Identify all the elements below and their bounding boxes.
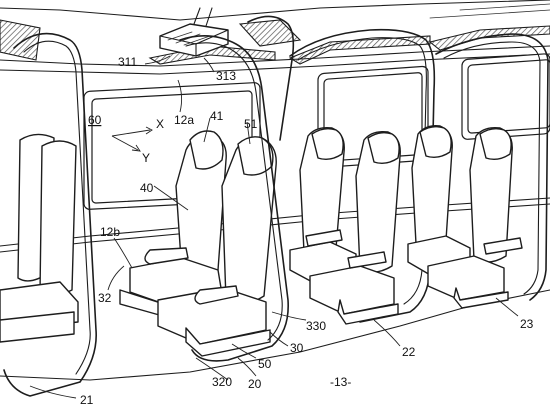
reference-labels: 311 313 12a 41 51 60 X Y 40 12b 32 330 3…	[80, 55, 534, 407]
label-41: 41	[210, 109, 224, 123]
label-21: 21	[80, 393, 94, 407]
label-12b: 12b	[100, 225, 120, 239]
label-22: 22	[402, 345, 416, 359]
label-40: 40	[140, 181, 154, 195]
label-12a: 12a	[174, 113, 194, 127]
label-20: 20	[248, 377, 262, 391]
axis-indicator	[111, 126, 153, 152]
label-y-axis: Y	[142, 151, 150, 165]
leader-lines	[29, 55, 519, 399]
seat-frames	[3, 15, 549, 397]
label-313: 313	[216, 69, 236, 83]
seat-row-22	[289, 126, 401, 325]
label-330: 330	[306, 319, 326, 333]
cabin-ceiling	[0, 0, 550, 75]
label-320: 320	[212, 375, 232, 389]
seat-row-23	[407, 124, 523, 309]
label-30: 30	[290, 341, 304, 355]
label-311: 311	[118, 55, 137, 69]
seat-row-left	[0, 133, 79, 343]
label-60: 60	[88, 113, 102, 127]
label-x-axis: X	[156, 117, 164, 131]
label-51: 51	[244, 117, 258, 131]
label-23: 23	[520, 317, 534, 331]
label-figure-number: -13-	[330, 375, 351, 389]
seat-pair-20	[119, 130, 277, 357]
overhead-unit	[159, 7, 229, 57]
label-32: 32	[98, 291, 112, 305]
label-50: 50	[258, 357, 272, 371]
